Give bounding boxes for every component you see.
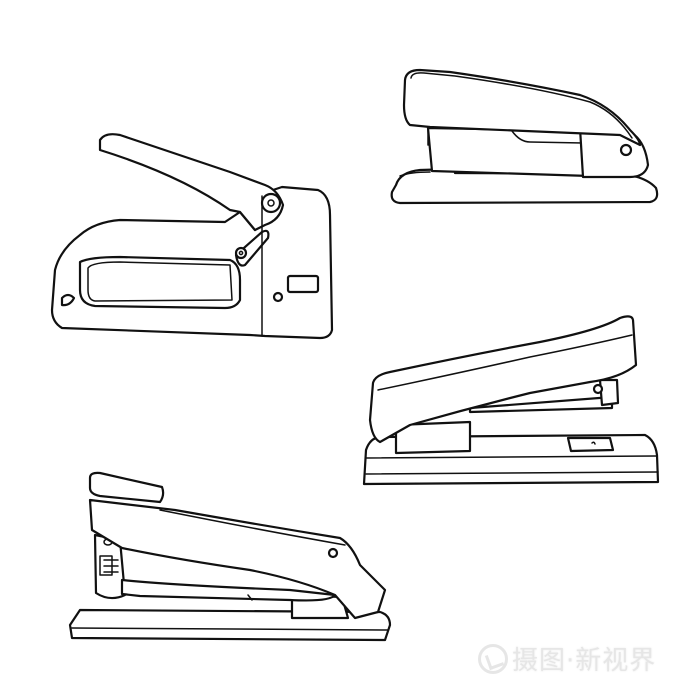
desk-stapler-closed [390,68,659,205]
desk-stapler-open [362,315,660,486]
aperture-icon [478,643,508,674]
heavy-duty-stapler [68,471,392,642]
watermark-text: 摄图·新视界 [512,646,657,676]
watermark: 摄图·新视界 [478,640,656,677]
staple-gun [50,133,334,340]
